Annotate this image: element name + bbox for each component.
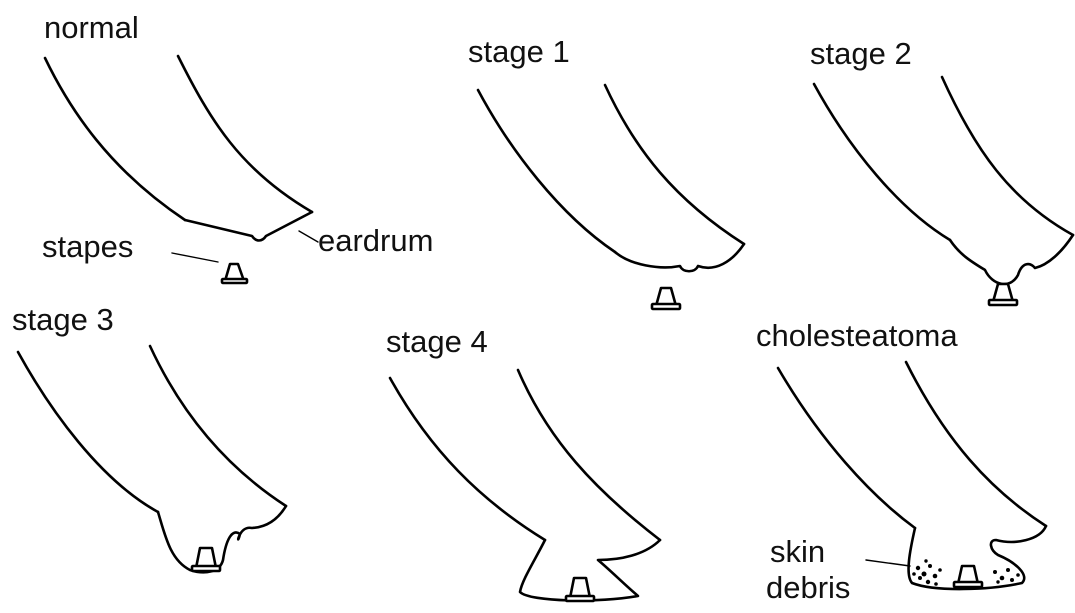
stapes-bone xyxy=(954,566,982,587)
title-normal: normal xyxy=(44,12,139,43)
panel-stage-4 xyxy=(390,370,660,601)
stapes-bone xyxy=(192,548,220,571)
canal-upper-wall xyxy=(18,352,158,512)
canal-lower-wall xyxy=(518,370,660,540)
stapes-bone xyxy=(652,288,680,309)
title-stage-3: stage 3 xyxy=(12,304,114,335)
stapes-leader-line xyxy=(172,253,218,262)
eardrum-membrane xyxy=(615,244,744,271)
stapes-bone xyxy=(989,284,1017,305)
label-debris: debris xyxy=(766,572,850,603)
title-cholesteatoma: cholesteatoma xyxy=(756,320,958,351)
label-eardrum: eardrum xyxy=(318,225,433,256)
canal-upper-wall xyxy=(778,368,915,528)
canal-lower-wall xyxy=(942,77,1073,235)
canal-upper-wall xyxy=(814,84,950,240)
eardrum-leader-line xyxy=(299,231,318,242)
eardrum-membrane xyxy=(950,235,1073,284)
canal-lower-wall xyxy=(178,56,312,212)
title-stage-2: stage 2 xyxy=(810,38,912,69)
title-stage-4: stage 4 xyxy=(386,326,488,357)
title-stage-1: stage 1 xyxy=(468,36,570,67)
skin-debris-leader-line xyxy=(866,560,910,566)
canal-upper-wall xyxy=(390,378,545,540)
panel-stage-1 xyxy=(478,85,744,309)
canal-lower-wall xyxy=(150,346,286,506)
canal-lower-wall xyxy=(906,362,1046,526)
canal-upper-wall xyxy=(478,90,615,252)
label-skin: skin xyxy=(770,536,825,567)
stapes-bone xyxy=(566,578,594,601)
canal-lower-wall xyxy=(605,85,744,244)
panel-stage-3 xyxy=(18,346,286,572)
eardrum-membrane xyxy=(185,212,312,241)
stapes-bone xyxy=(222,264,247,283)
panel-stage-2 xyxy=(814,77,1073,305)
label-stapes: stapes xyxy=(42,231,133,262)
canal-upper-wall xyxy=(45,58,185,220)
retraction-pocket xyxy=(158,506,286,572)
